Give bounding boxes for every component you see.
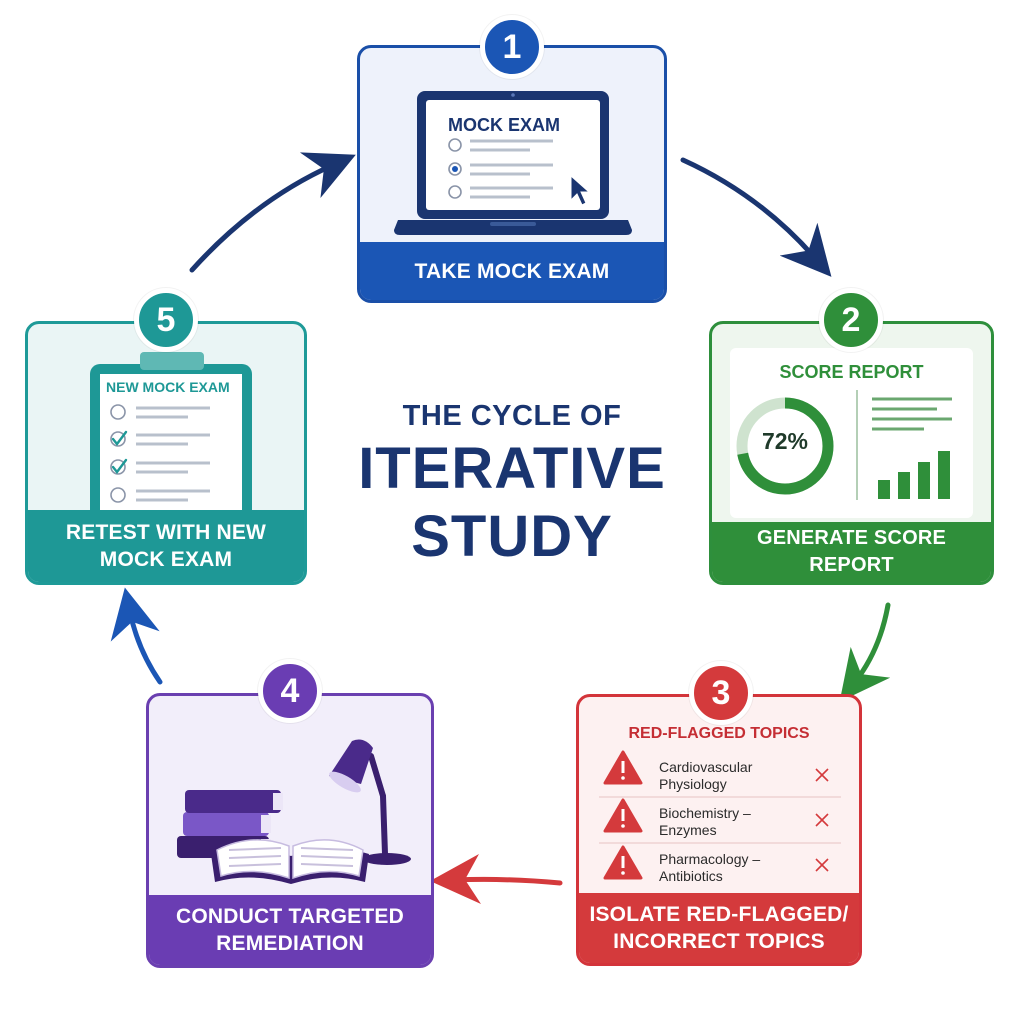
topic-item: Biochemistry – Enzymes bbox=[659, 805, 751, 838]
title-line-3: STUDY bbox=[411, 504, 613, 569]
title-line-2: ITERATIVE bbox=[358, 436, 666, 501]
x-icon bbox=[815, 813, 829, 827]
mock-exam-screen-title: MOCK EXAM bbox=[448, 115, 560, 135]
step-1-label: TAKE MOCK EXAM bbox=[360, 242, 664, 300]
open-book-icon bbox=[211, 839, 369, 884]
step-1-badge: 1 bbox=[480, 15, 544, 79]
step-4-card: CONDUCT TARGETED REMEDIATION bbox=[146, 693, 434, 968]
step-2-label: GENERATE SCORE REPORT bbox=[712, 522, 991, 582]
red-flag-list-art bbox=[599, 750, 841, 880]
step-5-badge: 5 bbox=[134, 288, 198, 352]
step-1-card: MOCK EXAM TAKE MOCK EXAM bbox=[357, 45, 667, 303]
new-mock-exam-title: NEW MOCK EXAM bbox=[106, 379, 230, 395]
arrow-4-to-5 bbox=[110, 587, 163, 685]
score-report-panel bbox=[730, 348, 973, 518]
step-2-badge: 2 bbox=[819, 288, 883, 352]
topic-item: Pharmacology – Antibiotics bbox=[659, 851, 761, 884]
arrow-5-to-1 bbox=[189, 152, 356, 273]
checkmark-icon bbox=[111, 458, 128, 474]
step-5-card: NEW MOCK EXAM RETEST WITH NEW MOCK EXAM bbox=[25, 321, 307, 585]
x-icon bbox=[815, 858, 829, 872]
red-flagged-topics-title: RED-FLAGGED TOPICS bbox=[628, 725, 810, 742]
step-3-badge: 3 bbox=[689, 661, 753, 725]
warning-icon bbox=[603, 845, 643, 880]
step-5-label: RETEST WITH NEW MOCK EXAM bbox=[28, 510, 304, 582]
arrow-1-to-2 bbox=[680, 157, 832, 277]
laptop-icon bbox=[394, 91, 632, 235]
warning-icon bbox=[603, 750, 643, 785]
lamp-icon bbox=[329, 739, 411, 865]
clipboard-icon bbox=[90, 352, 252, 514]
arrow-3-to-4 bbox=[430, 854, 563, 904]
score-report-title: SCORE REPORT bbox=[779, 362, 924, 382]
study-scene bbox=[177, 739, 411, 884]
arrow-2-to-3 bbox=[839, 602, 891, 702]
step-3-card: RED-FLAGGED TOPICS Cardiovascular Physio… bbox=[576, 694, 862, 966]
checkmark-icon bbox=[111, 430, 128, 446]
bar-chart-icon bbox=[878, 451, 950, 499]
step-4-label: CONDUCT TARGETED REMEDIATION bbox=[149, 895, 431, 965]
donut-chart-icon bbox=[736, 397, 834, 495]
step-3-label: ISOLATE RED-FLAGGED/ INCORRECT TOPICS bbox=[579, 893, 859, 963]
warning-icon bbox=[603, 798, 643, 833]
step-2-card: SCORE REPORT 72% GENERATE SCORE REPORT bbox=[709, 321, 994, 585]
diagram-title: THE CYCLE OF ITERATIVE STUDY bbox=[330, 400, 694, 569]
title-line-1: THE CYCLE OF bbox=[402, 400, 622, 432]
step-4-badge: 4 bbox=[258, 659, 322, 723]
topic-item: Cardiovascular Physiology bbox=[659, 759, 753, 792]
score-percentage: 72% bbox=[761, 428, 809, 454]
x-icon bbox=[815, 768, 829, 782]
cursor-icon bbox=[570, 174, 591, 206]
